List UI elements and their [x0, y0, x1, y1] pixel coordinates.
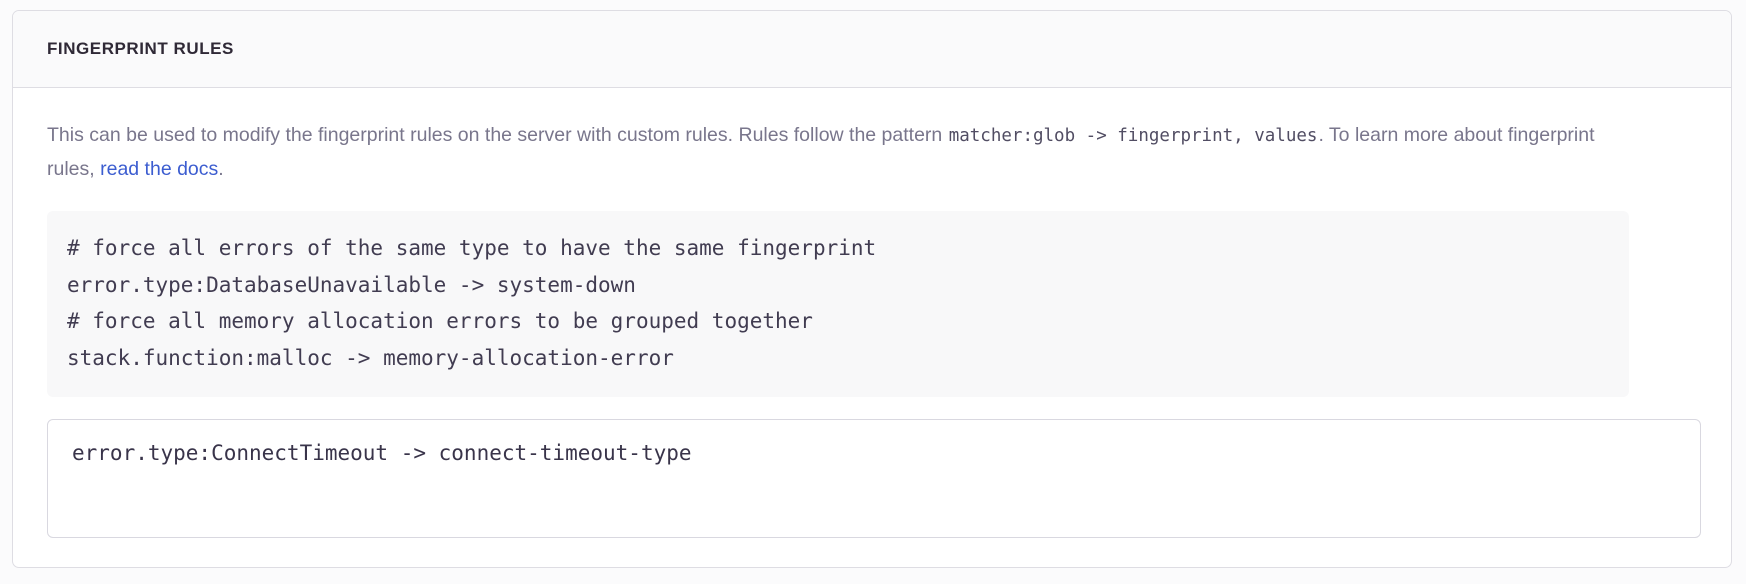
example-rules-code-block: # force all errors of the same type to h… [47, 211, 1629, 397]
read-the-docs-link[interactable]: read the docs [100, 158, 219, 180]
fingerprint-rules-panel: FINGERPRINT RULES This can be used to mo… [12, 10, 1732, 568]
description-part-2: . To learn more about fingerprint rules, [47, 124, 1595, 180]
description-part-3: . [218, 158, 224, 180]
page-title: FINGERPRINT RULES [47, 39, 234, 58]
description-part-1: This can be used to modify the fingerpri… [47, 124, 948, 146]
fingerprint-rules-input[interactable] [47, 419, 1701, 538]
panel-body: This can be used to modify the fingerpri… [13, 88, 1731, 538]
panel-header: FINGERPRINT RULES [13, 11, 1731, 88]
description-text: This can be used to modify the fingerpri… [47, 119, 1643, 186]
example-rules-code: # force all errors of the same type to h… [67, 236, 877, 370]
pattern-code-snippet: matcher:glob -> fingerprint, values [948, 126, 1318, 146]
